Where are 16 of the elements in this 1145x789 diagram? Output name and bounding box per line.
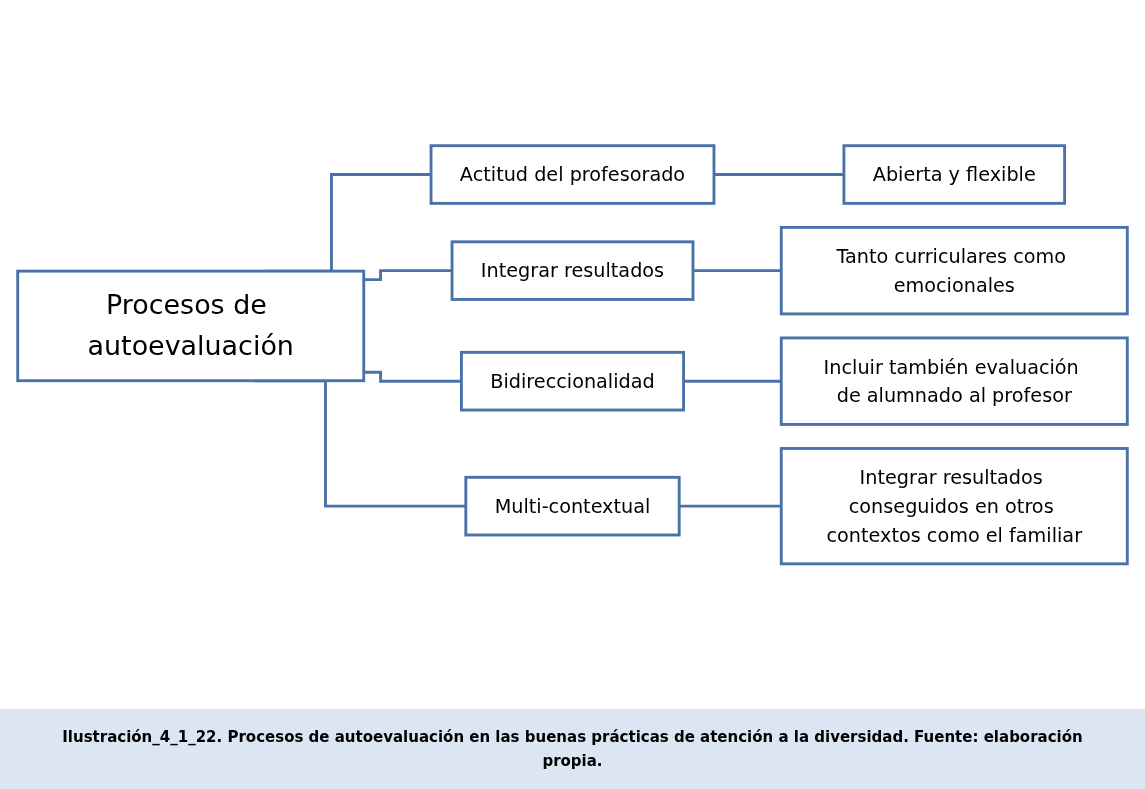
node-box: Procesos de autoevaluación — [16, 269, 366, 382]
connector — [363, 370, 462, 383]
node-box: Abierta y flexible — [842, 144, 1067, 205]
node-box: Tanto curriculares como emocionales — [779, 225, 1129, 316]
connector — [683, 379, 782, 383]
node-box: Integrar resultados — [450, 240, 695, 301]
node-box: Bidireccionalidad — [460, 350, 685, 412]
connector — [693, 268, 782, 272]
node-box: Actitud del profesorado — [429, 144, 716, 205]
node-box: Integrar resultados conseguidos en otros contextos como el familiar — [779, 446, 1129, 565]
connector — [679, 504, 782, 508]
node-box: Incluir también evaluación de alumnado al profesor — [779, 336, 1129, 426]
figure-caption: Ilustración_4_1_22. Procesos de autoevaluación en las buenas prácticas de atención a la diversidad. Fuente: elaboración propia. — [0, 709, 1145, 789]
connector — [363, 268, 452, 281]
connector — [713, 172, 844, 176]
node-box: Multi-contextual — [464, 475, 681, 537]
